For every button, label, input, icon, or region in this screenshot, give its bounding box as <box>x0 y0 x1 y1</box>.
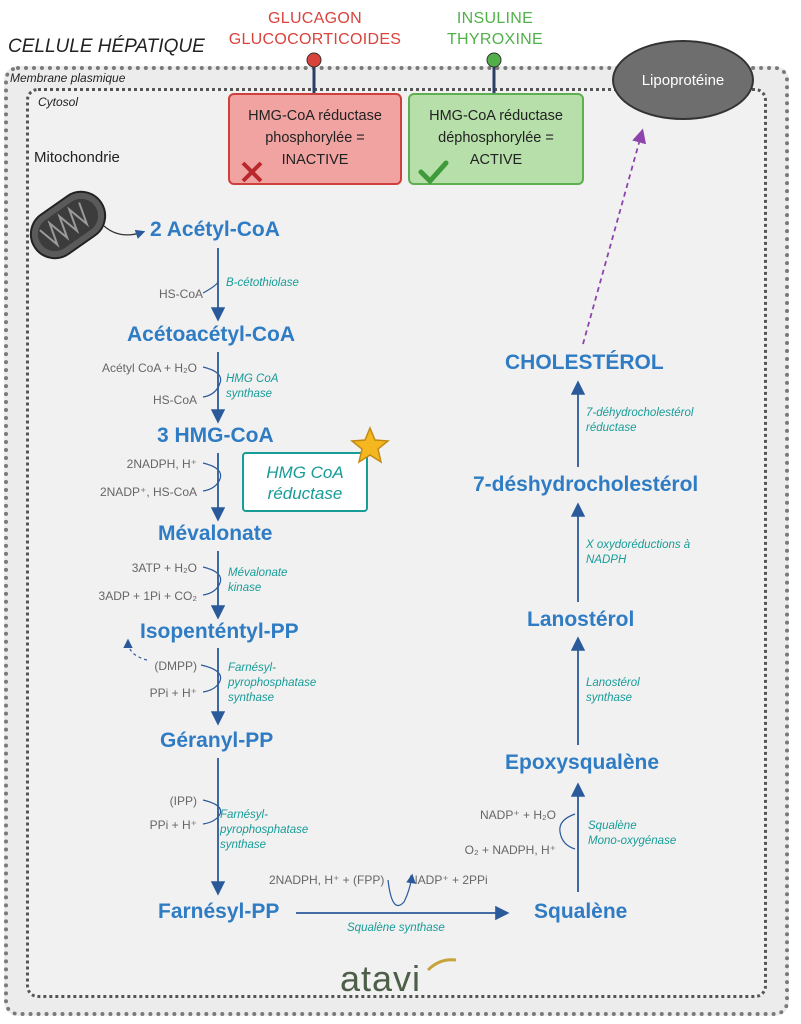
node-hmg-coa: 3 HMG-CoA <box>157 424 274 447</box>
node-mevalonate: Mévalonate <box>158 522 273 545</box>
cofactor-acetylcoa-h2o: Acétyl CoA + H₂O <box>101 361 197 375</box>
enzyme-7dhc-reductase: 7-déhydrocholestérol réductase <box>586 406 693 436</box>
cofactor-nadph-1: 2NADPH, H⁺ <box>126 457 197 471</box>
dmpp-recycle-arrow <box>123 638 148 661</box>
receptor-inhibitor <box>306 52 322 93</box>
cofactor-atp: 3ATP + H₂O <box>131 561 197 575</box>
inactive-line3: INACTIVE <box>281 152 349 168</box>
left-pathway-arrows <box>210 248 510 921</box>
enzyme-line: pyrophosphatase <box>228 677 317 689</box>
hmg-reductase-highlight: HMG CoA réductase <box>242 452 368 512</box>
cofactor-hscoa-1: HS-CoA <box>158 287 203 301</box>
enzyme-line: 7-déhydrocholestérol <box>586 407 694 419</box>
enzyme-line: NADPH <box>586 554 627 566</box>
enzyme-line: Squalène <box>588 820 637 832</box>
node-7-dehydrocholesterol: 7-déshydrocholestérol <box>473 473 699 496</box>
cytosol-region <box>26 88 767 998</box>
hormone-thyroxine: THYROXINE <box>446 31 544 48</box>
node-acetoacetyl-coa: Acétoacétyl-CoA <box>127 323 296 346</box>
atavi-logo: atavi <box>340 958 422 999</box>
cofactor-ppi-2: PPi + H⁺ <box>149 818 197 832</box>
cofactor-ppi-1: PPi + H⁺ <box>149 686 197 700</box>
enzyme-line: kinase <box>228 582 262 594</box>
active-line1: HMG-CoA réductase <box>429 108 563 124</box>
lipoprotein-label: Lipoprotéine <box>641 71 725 89</box>
hormone-glucocorticoids: GLUCOCORTICOIDES <box>228 31 402 48</box>
cofactor-ipp: (IPP) <box>169 794 197 808</box>
activator-hormones: INSULINE THYROXINE <box>420 8 570 50</box>
cytosol-label: Cytosol <box>38 95 79 109</box>
logo-swoosh <box>426 958 457 972</box>
cofactor-nadph-fpp: 2NADPH, H⁺ + (FPP) <box>269 873 385 887</box>
enzyme-fpp-synthase-2: Farnésyl- pyrophosphatase synthase <box>220 808 308 853</box>
enzyme-line: X oxydoréductions à <box>586 539 691 551</box>
enzyme-line: Mévalonate <box>228 567 288 579</box>
enzyme-hmg-synthase: HMG CoA synthase <box>226 372 278 402</box>
cell-title: CELLULE HÉPATIQUE <box>8 36 205 57</box>
enzyme-line: Farnésyl- <box>220 809 268 821</box>
cofactor-adp: 3ADP + 1Pi + CO₂ <box>98 589 197 603</box>
inactive-line2: phosphorylée = <box>265 130 365 146</box>
enzyme-line: synthase <box>220 839 267 851</box>
active-line3: ACTIVE <box>469 152 523 168</box>
enzyme-line: HMG CoA <box>226 373 279 385</box>
enzyme-line: réductase <box>586 422 637 434</box>
enzyme-line: synthase <box>226 388 273 400</box>
enzyme-line: synthase <box>586 692 633 704</box>
node-isopentenyl-pp: Isopenténtyl-PP <box>140 620 299 643</box>
enzyme-fpp-synthase-1: Farnésyl- pyrophosphatase synthase <box>228 661 316 706</box>
cross-icon <box>241 161 263 183</box>
node-epoxysqualene: Epoxysqualène <box>505 751 660 774</box>
inactive-line1: HMG-CoA réductase <box>248 108 382 124</box>
membrane-label: Membrane plasmique <box>10 71 126 85</box>
mitochondria-icon <box>29 190 107 260</box>
cofactor-o2-nadph: O₂ + NADPH, H⁺ <box>464 843 556 857</box>
mito-export-arrow <box>103 225 146 239</box>
enzyme-squalene-monooxygenase: Squalène Mono-oxygénase <box>588 819 676 849</box>
enzyme-line: pyrophosphatase <box>220 824 309 836</box>
mitochondria-label: Mitochondrie <box>34 149 120 166</box>
enzyme-line: Mono-oxygénase <box>588 835 677 847</box>
highlight-line2: réductase <box>267 484 343 503</box>
cofactor-nadp-hscoa: 2NADP⁺, HS-CoA <box>99 485 197 499</box>
enzyme-lanosterol-synthase: Lanostérol synthase <box>586 676 640 706</box>
enzyme-cetothiolase: B-cétothiolase <box>226 277 299 289</box>
enzyme-mevalonate-kinase: Mévalonate kinase <box>228 566 287 596</box>
lipoprotein: Lipoprotéine <box>612 40 754 120</box>
receptor-activator <box>486 52 502 93</box>
node-farnesyl-pp: Farnésyl-PP <box>158 900 280 923</box>
export-arrow <box>582 128 647 345</box>
cofactor-nadp-ppi: NADP⁺ + 2PPi <box>409 873 488 887</box>
hormone-glucagon: GLUCAGON <box>268 10 362 27</box>
star-icon <box>350 426 390 464</box>
node-acetyl-coa: 2 Acétyl-CoA <box>150 218 280 241</box>
highlight-line1: HMG CoA <box>266 463 344 482</box>
inhibitor-hormones: GLUCAGON GLUCOCORTICOIDES <box>225 8 405 50</box>
hormone-insulin: INSULINE <box>456 10 534 27</box>
enzyme-line: synthase <box>228 692 275 704</box>
enzyme-oxidoreductions: X oxydoréductions à NADPH <box>586 538 690 568</box>
node-cholesterol: CHOLESTÉROL <box>505 351 664 374</box>
cofactor-hscoa-2: HS-CoA <box>152 393 197 407</box>
cofactor-nadp-h2o: NADP⁺ + H₂O <box>479 808 556 822</box>
check-icon <box>418 160 449 185</box>
enzyme-squalene-synthase: Squalène synthase <box>347 922 445 934</box>
active-line2: déphosphorylée = <box>438 130 554 146</box>
node-lanosterol: Lanostérol <box>527 608 635 631</box>
cofactor-curves <box>200 281 576 907</box>
node-geranyl-pp: Géranyl-PP <box>160 729 274 752</box>
enzyme-line: Lanostérol <box>586 677 640 689</box>
cofactor-dmpp: (DMPP) <box>154 659 197 673</box>
node-squalene: Squalène <box>534 900 628 923</box>
enzyme-line: Farnésyl- <box>228 662 276 674</box>
